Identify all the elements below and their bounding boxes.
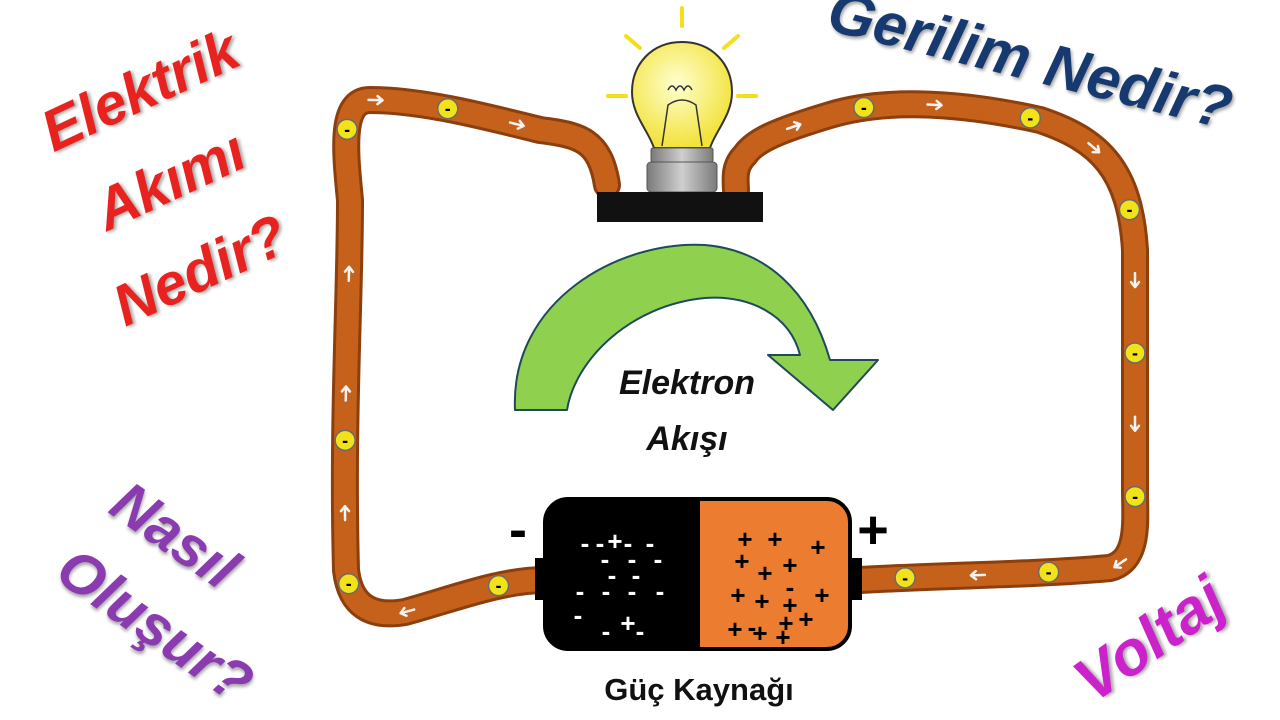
negative-charge: -: [602, 616, 611, 646]
positive-charge: +: [737, 524, 752, 554]
positive-terminal-sign: +: [857, 500, 889, 560]
positive-charge: +: [754, 586, 769, 616]
positive-charge: +: [778, 608, 793, 638]
negative-charge: -: [576, 576, 585, 606]
flow-arrow: [367, 94, 384, 106]
flow-arrow: [343, 265, 355, 283]
flow-arrow: [1129, 415, 1141, 433]
electron: -: [1124, 485, 1146, 508]
wire: [330, 86, 1150, 628]
electron: -: [894, 567, 916, 589]
flow-arrow: [339, 504, 351, 522]
battery: ----------------++ +++++++++++++++--: [535, 497, 862, 652]
negative-charge: -: [786, 572, 795, 602]
positive-charge: +: [752, 618, 767, 648]
negative-charge: -: [656, 576, 665, 606]
positive-charge: +: [767, 524, 782, 554]
negative-charge: -: [596, 528, 605, 558]
electron-flow-arrow: [513, 243, 879, 411]
flow-arrow: [1087, 141, 1101, 154]
svg-text:-: -: [1046, 562, 1052, 582]
positive-charge: +: [782, 590, 797, 620]
positive-charge: +: [607, 526, 622, 556]
negative-charge: -: [632, 560, 641, 590]
electron: -: [336, 118, 358, 141]
negative-charge: -: [574, 600, 583, 630]
negative-charge: -: [628, 576, 637, 606]
positive-charge: +: [775, 622, 790, 652]
positive-charge: +: [727, 614, 742, 644]
negative-charge: -: [608, 560, 617, 590]
svg-text:-: -: [902, 568, 908, 588]
negative-charge: -: [636, 616, 645, 646]
flow-arrow: [1113, 558, 1128, 569]
negative-charge: -: [624, 528, 633, 558]
battery-label: Güç Kaynağı: [604, 672, 794, 707]
svg-text:-: -: [1126, 200, 1132, 220]
flow-arrow: [508, 119, 525, 130]
flow-arrow: [926, 99, 943, 111]
flow-arrow: [785, 120, 802, 132]
positive-charge: +: [730, 580, 745, 610]
positive-charge: +: [734, 546, 749, 576]
electron: -: [334, 429, 356, 452]
bulb-holder: [597, 192, 763, 222]
electron: -: [487, 574, 510, 597]
light-bulb-icon: [606, 6, 758, 193]
svg-text:-: -: [445, 99, 451, 119]
svg-text:-: -: [344, 119, 350, 139]
flow-label-line1: Elektron: [619, 364, 755, 402]
positive-charge: +: [814, 580, 829, 610]
negative-charge: -: [581, 528, 590, 558]
electron: -: [1118, 198, 1141, 221]
positive-charge: +: [620, 608, 635, 638]
svg-text:-: -: [861, 98, 867, 118]
positive-charge: +: [798, 604, 813, 634]
electron: -: [1124, 342, 1146, 364]
flow-arrow: [340, 385, 352, 402]
negative-charge: -: [646, 528, 655, 558]
positive-charge: +: [782, 550, 797, 580]
svg-text:-: -: [1132, 487, 1138, 507]
electron: -: [1019, 107, 1042, 129]
svg-text:-: -: [1027, 108, 1033, 128]
negative-charge: -: [602, 576, 611, 606]
negative-charge: -: [654, 544, 663, 574]
electron: -: [1037, 561, 1060, 583]
svg-text:-: -: [342, 430, 348, 450]
positive-charge: +: [810, 532, 825, 562]
positive-charge: +: [757, 558, 772, 588]
heading-voltaj: Voltaj: [1062, 563, 1239, 716]
negative-charge: -: [601, 544, 610, 574]
flow-arrow: [1129, 271, 1141, 289]
negative-charges: ----------------++: [574, 526, 665, 646]
svg-text:-: -: [346, 574, 352, 594]
electron: -: [437, 97, 459, 120]
flow-arrow: [969, 569, 987, 581]
svg-text:-: -: [496, 576, 502, 596]
flow-arrow: [399, 606, 416, 617]
electron: -: [337, 572, 360, 595]
electron: -: [853, 96, 875, 119]
flow-label-line2: Akışı: [645, 420, 727, 458]
positive-charges: +++++++++++++++--: [727, 524, 829, 652]
negative-charge: -: [628, 544, 637, 574]
negative-charge: -: [748, 612, 757, 642]
svg-text:-: -: [1132, 343, 1138, 363]
negative-terminal-sign: -: [509, 500, 527, 560]
electrons: --------------: [334, 96, 1146, 597]
